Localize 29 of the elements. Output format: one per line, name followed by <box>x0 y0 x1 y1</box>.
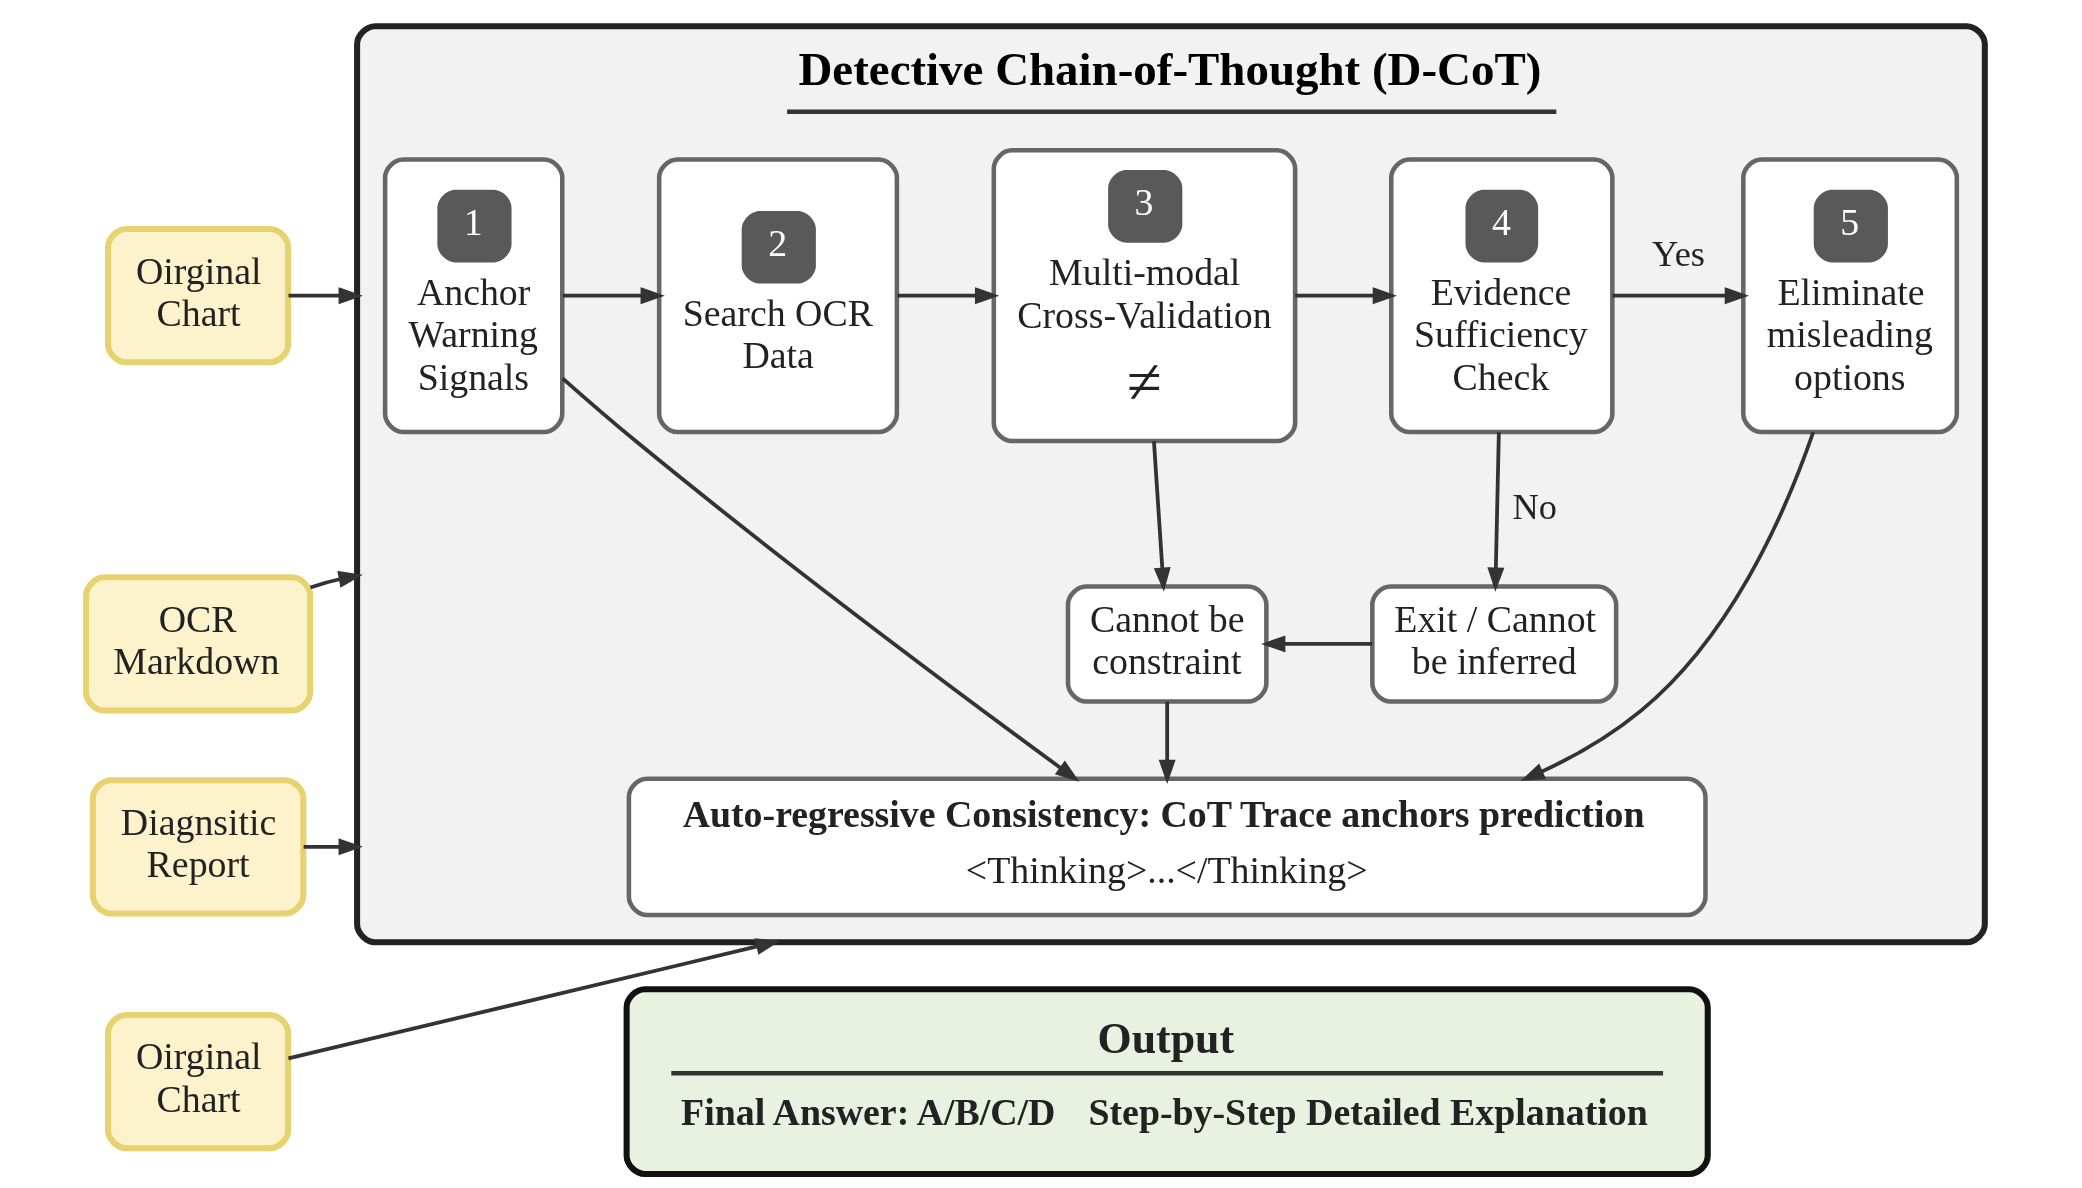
arrow <box>287 938 780 1061</box>
arrow <box>1612 287 1749 305</box>
node-box: 3 Multi-modal Cross-Validation ≠ <box>991 148 1297 444</box>
arrow <box>560 376 1079 782</box>
arrow <box>1158 701 1176 784</box>
node-box: Oirginal Chart <box>104 226 291 366</box>
arrow <box>1486 432 1504 592</box>
arrow <box>1151 441 1171 592</box>
arrow <box>1260 635 1372 653</box>
arrow <box>309 570 363 590</box>
arrow <box>1294 287 1397 305</box>
node-box: 4 Evidence Sufficiency Check <box>1388 157 1615 435</box>
node-box: Output Final Answer: A/B/C/D Step-by-Step Detailed Explanation <box>623 986 1711 1177</box>
node-box: Auto-regressive Consistency: CoT Trace anchors prediction <Thinking>...</Thinking> <box>626 776 1708 918</box>
arrow <box>562 287 665 305</box>
node-box: Cannot be constraint <box>1065 584 1269 704</box>
arrow <box>303 838 363 856</box>
node-box: 2 Search OCR Data <box>656 157 899 435</box>
arrow <box>1519 431 1815 781</box>
edge-label: Yes <box>1651 233 1705 274</box>
arrow <box>897 287 999 305</box>
node-box: Exit / Cannot be inferred <box>1369 584 1618 704</box>
node-box: OCR Markdown <box>82 574 313 714</box>
arrow <box>288 287 363 305</box>
node-box: 5 Eliminate misleading options <box>1740 157 1959 435</box>
node-box: Oirginal Chart <box>104 1011 291 1152</box>
edge-label: No <box>1511 486 1557 527</box>
node-box: 1 Anchor Warning Signals <box>382 157 565 435</box>
node-box: Diagnsitic Report <box>89 777 306 917</box>
